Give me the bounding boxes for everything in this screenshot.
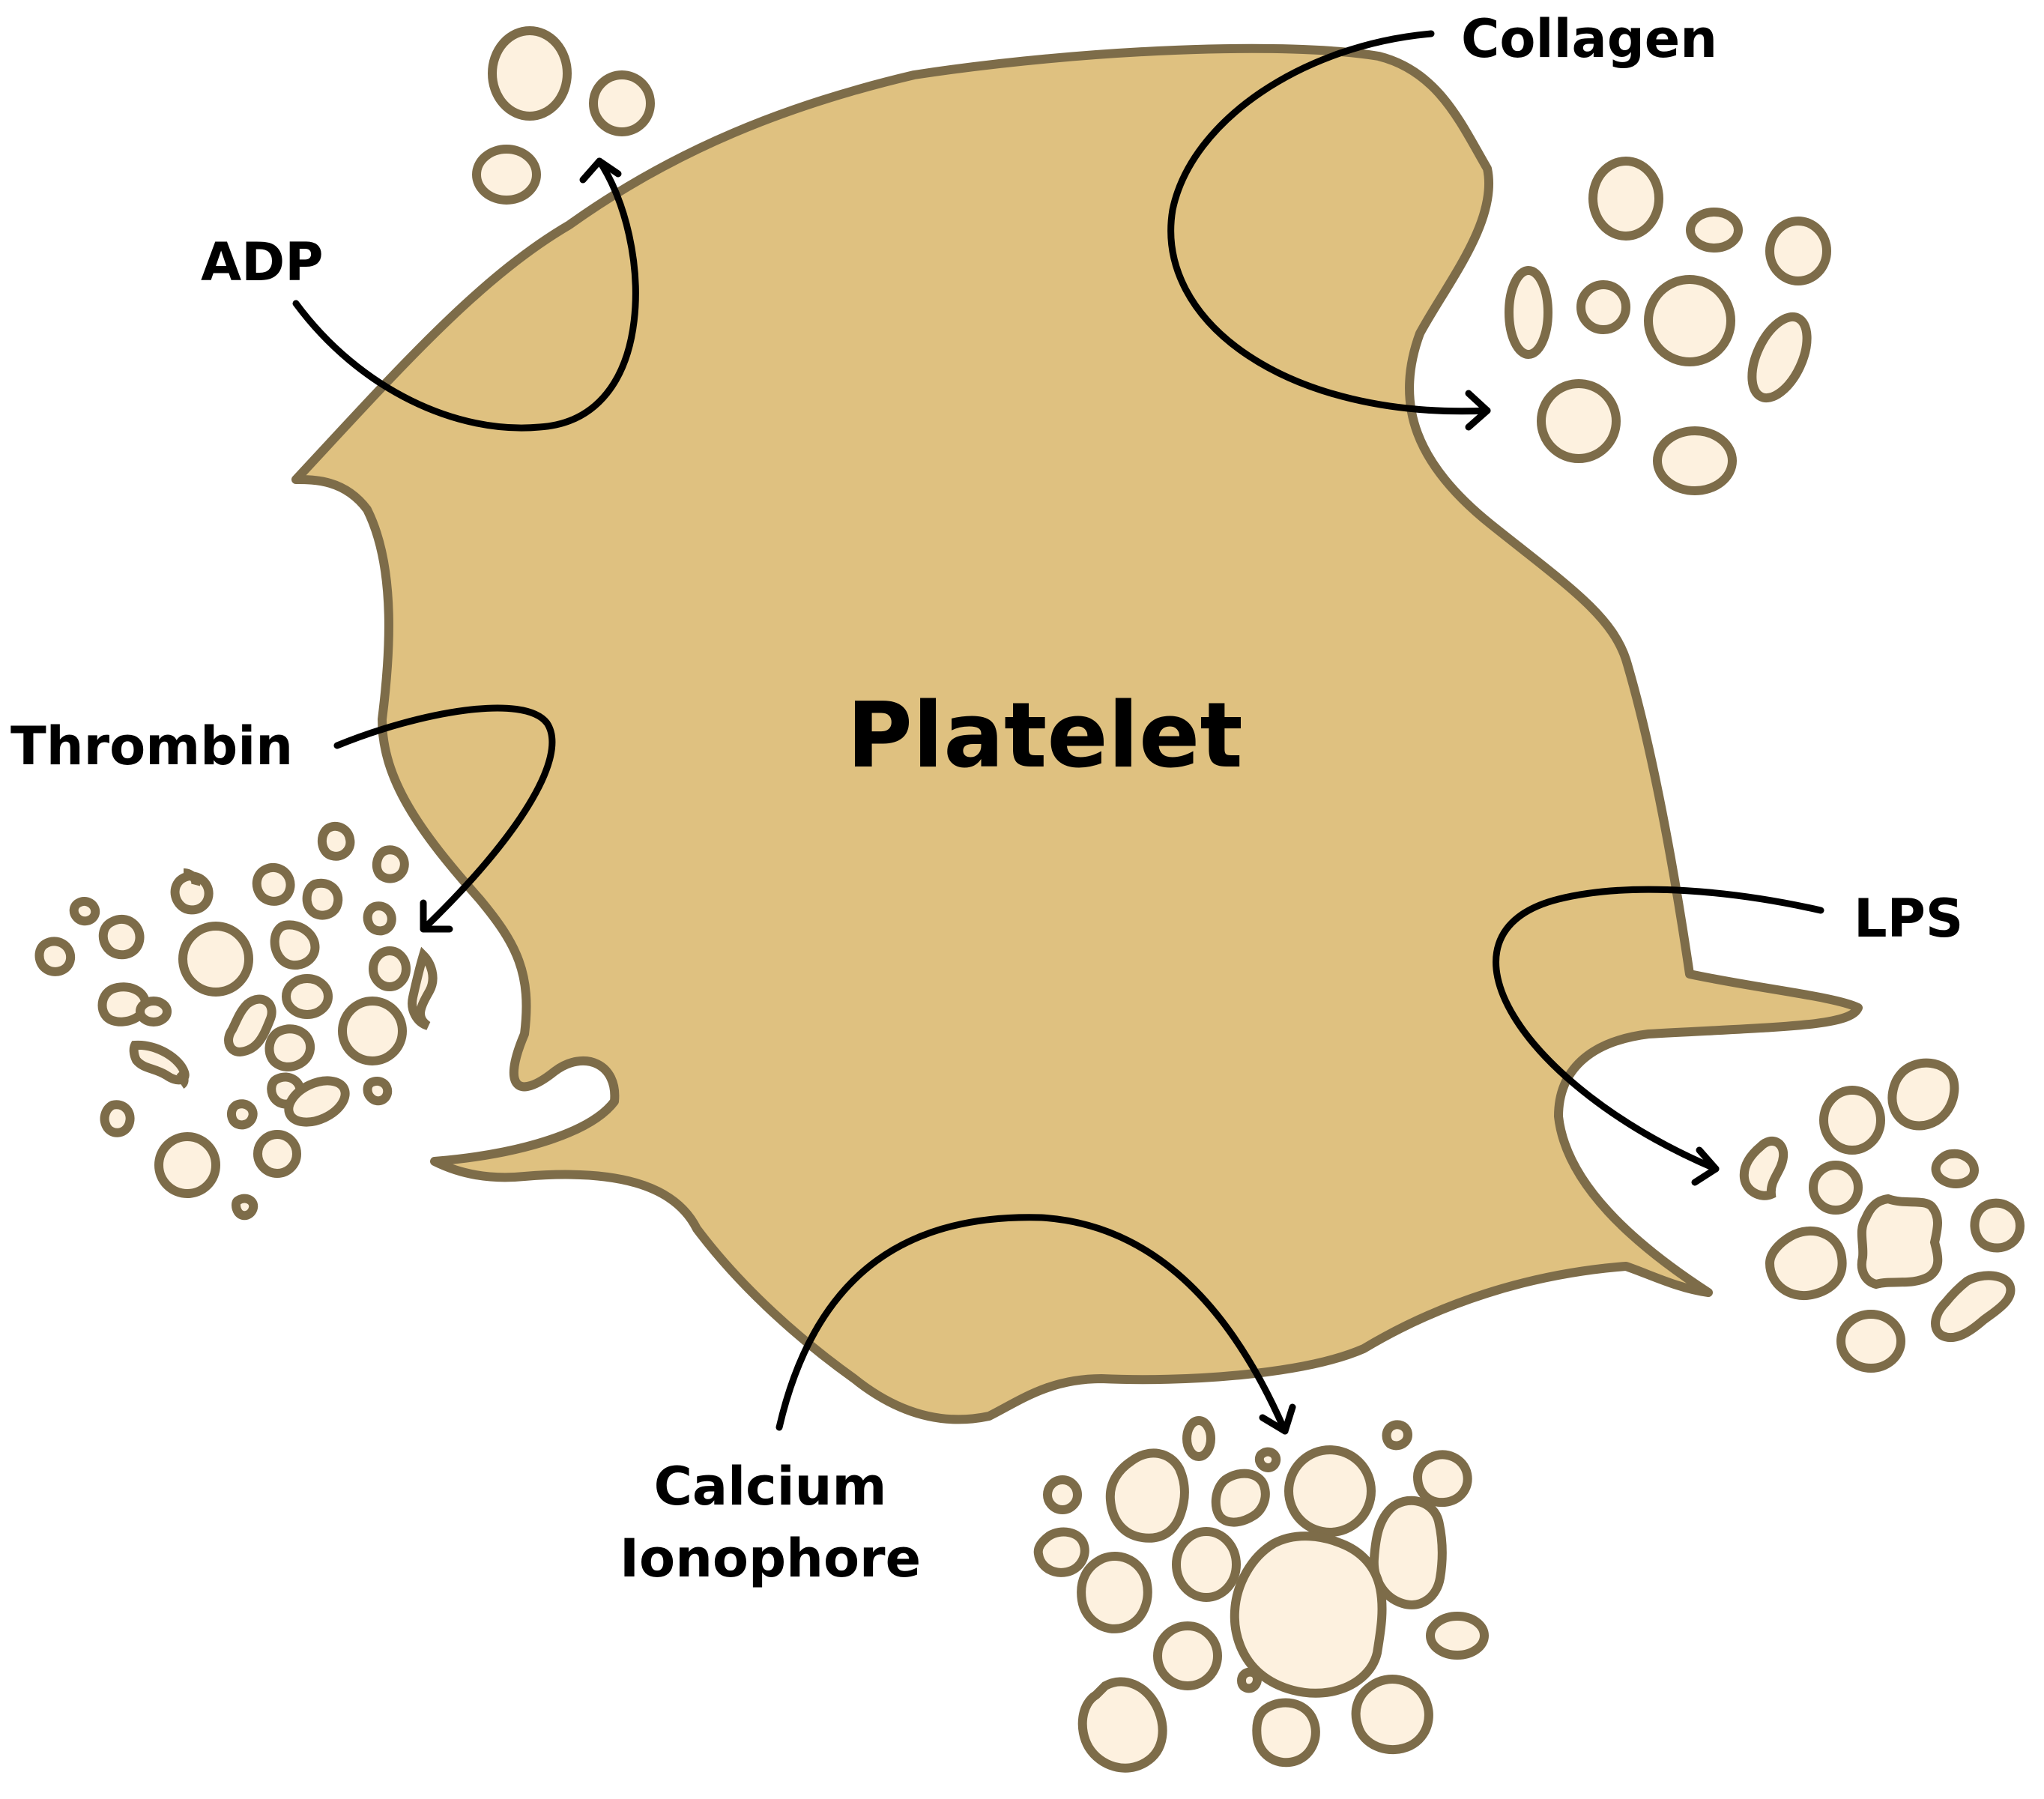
vesicle xyxy=(1252,1698,1320,1768)
lps-arrowhead xyxy=(1691,1146,1720,1186)
vesicle xyxy=(1284,1445,1376,1537)
vesicle xyxy=(1230,1532,1387,1698)
lps-vesicles xyxy=(1739,1058,2025,1373)
vesicle xyxy=(363,901,396,936)
vesicle xyxy=(317,821,355,861)
vesicle xyxy=(232,1194,258,1221)
vesicle xyxy=(372,845,409,883)
vesicle xyxy=(1254,1447,1281,1472)
vesicle xyxy=(69,897,100,926)
vesicle xyxy=(1819,1086,1885,1155)
vesicle xyxy=(136,997,172,1027)
vesicle xyxy=(1043,1475,1082,1514)
vesicle xyxy=(1653,426,1737,495)
thrombin-arrow xyxy=(333,704,556,933)
collagen-vesicles xyxy=(1505,157,1831,495)
vesicle xyxy=(1105,1448,1189,1543)
vesicle xyxy=(1588,157,1663,241)
vesicle xyxy=(1765,1226,1847,1301)
vesicle xyxy=(488,26,572,121)
lps-label: LPS xyxy=(1854,888,1963,949)
vesicle xyxy=(1931,1149,1980,1188)
adp-vesicles xyxy=(472,26,655,205)
vesicle xyxy=(1211,1469,1270,1527)
adp-arrow xyxy=(292,157,639,432)
vesicle xyxy=(302,878,343,920)
vesicle xyxy=(270,920,320,970)
calcium-ionophore-label-line1: Calcium xyxy=(654,1456,887,1517)
vesicle xyxy=(1412,1450,1472,1508)
vesicle xyxy=(1153,1621,1222,1690)
vesicle xyxy=(178,922,253,997)
vesicle xyxy=(1576,280,1630,334)
vesicle xyxy=(1351,1675,1433,1755)
vesicle xyxy=(129,1040,190,1085)
vesicle xyxy=(1505,266,1552,359)
vesicle xyxy=(1382,1420,1413,1451)
vesicle xyxy=(1970,1198,2025,1253)
vesicle xyxy=(408,946,438,1030)
vesicle xyxy=(1765,217,1831,285)
collagen-label: Collagen xyxy=(1461,8,1717,70)
vesicle xyxy=(1857,1194,1943,1289)
vesicle xyxy=(472,145,541,205)
thrombin-vesicles xyxy=(34,821,438,1221)
vesicle xyxy=(1931,1271,2016,1343)
vesicle xyxy=(253,1130,301,1178)
vesicle xyxy=(1237,1667,1263,1693)
vesicle xyxy=(98,914,145,960)
vesicle xyxy=(1077,1551,1152,1633)
platelet-cell-body xyxy=(291,43,1863,1424)
vesicle xyxy=(589,70,655,136)
platelet-label: Platelet xyxy=(847,684,1243,788)
vesicle xyxy=(284,1076,350,1127)
vesicle xyxy=(1809,1161,1863,1215)
adp-label: ADP xyxy=(201,232,324,293)
collagen-arrow xyxy=(1167,30,1491,415)
collagen-arrowhead xyxy=(1465,390,1491,431)
vesicle xyxy=(1686,208,1743,253)
vesicle xyxy=(338,997,407,1065)
calcium-ionophore-arrow xyxy=(775,1214,1289,1435)
adp-arrowhead xyxy=(579,157,622,184)
vesicle xyxy=(1739,1137,1788,1200)
vesicle xyxy=(97,982,150,1027)
thrombin-label: Thrombin xyxy=(10,716,293,777)
vesicle xyxy=(154,1132,220,1198)
vesicle xyxy=(252,863,295,906)
thrombin-arrowhead xyxy=(420,899,453,933)
vesicle xyxy=(183,868,201,886)
vesicle xyxy=(1369,1496,1447,1609)
vesicle xyxy=(224,994,276,1057)
calcium-ionophore-vesicles xyxy=(1033,1416,1489,1773)
vesicle xyxy=(1172,1527,1241,1602)
calcium-ionophore-arrowhead xyxy=(1259,1403,1296,1435)
vesicle xyxy=(1644,275,1735,366)
vesicle xyxy=(369,946,411,991)
vesicle xyxy=(1836,1310,1905,1373)
vesicle xyxy=(1426,1612,1489,1660)
vesicle xyxy=(34,937,76,976)
vesicle xyxy=(1033,1527,1089,1577)
vesicle xyxy=(1182,1416,1215,1461)
vesicle xyxy=(1887,1058,1959,1131)
calcium-ionophore-label-line2: Ionophore xyxy=(620,1528,921,1589)
vesicle xyxy=(1747,312,1812,403)
vesicle xyxy=(282,974,333,1019)
vesicle xyxy=(1077,1677,1167,1773)
vesicle xyxy=(100,1100,135,1137)
vesicle xyxy=(1537,379,1621,463)
vesicle xyxy=(226,1099,258,1130)
arrows xyxy=(292,30,1824,1435)
lps-arrow xyxy=(1493,886,1824,1173)
vesicle xyxy=(264,1024,315,1071)
vesicle xyxy=(176,1068,189,1089)
vesicle xyxy=(363,1076,393,1106)
